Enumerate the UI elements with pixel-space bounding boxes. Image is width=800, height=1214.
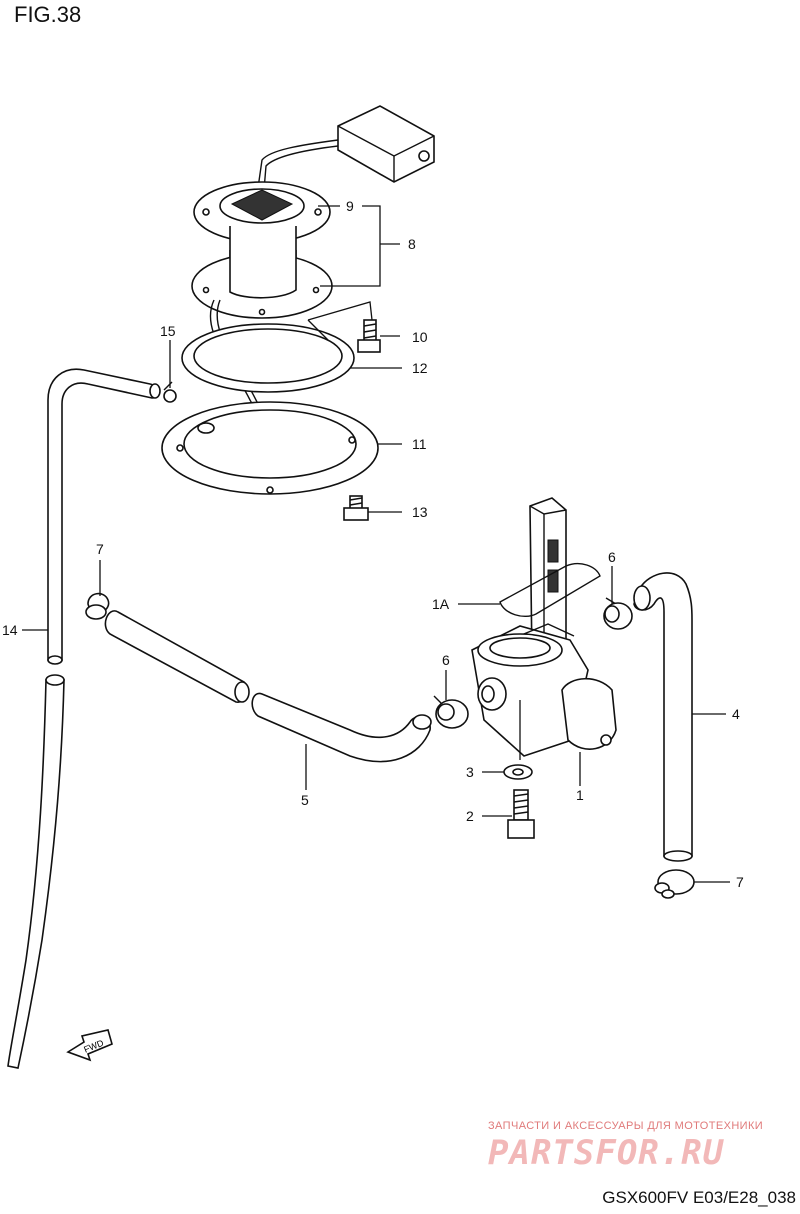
drawing-code: GSX600FV E03/E28_038 xyxy=(602,1188,796,1207)
callout-labels: 9 8 10 12 15 11 13 7 14 1A 6 6 4 3 2 1 5… xyxy=(2,198,744,890)
bolt-13 xyxy=(343,495,369,521)
callout-2: 2 xyxy=(466,808,474,824)
leader-lines xyxy=(22,205,730,883)
clip-6-right xyxy=(603,597,633,630)
callout-3: 3 xyxy=(466,764,474,780)
watermark-logo: PARTSFOR.RU xyxy=(488,1133,725,1173)
mounting-plate xyxy=(161,401,379,495)
fuel-level-sender-unit xyxy=(191,105,435,453)
callout-9: 9 xyxy=(346,198,354,214)
hose-4 xyxy=(633,572,693,862)
hose-14 xyxy=(7,368,161,1069)
callout-4: 4 xyxy=(732,706,740,722)
washer-3 xyxy=(503,764,533,780)
callout-5: 5 xyxy=(301,792,309,808)
callout-10: 10 xyxy=(412,329,428,345)
fwd-arrow: FWD xyxy=(66,1029,113,1062)
bolt-10 xyxy=(357,319,381,353)
callout-15: 15 xyxy=(160,323,176,339)
callout-1: 1 xyxy=(576,787,584,803)
clip-7-lower xyxy=(654,869,695,899)
callout-7-upper: 7 xyxy=(96,541,104,557)
callout-1A: 1A xyxy=(432,596,450,612)
callout-8: 8 xyxy=(408,236,416,252)
watermark-tagline: ЗАПЧАСТИ И АКСЕССУАРЫ ДЛЯ МОТОТЕХНИКИ xyxy=(488,1120,764,1132)
clip-6-left xyxy=(433,695,469,729)
callout-6-right: 6 xyxy=(608,549,616,565)
callout-7-lower: 7 xyxy=(736,874,744,890)
callout-12: 12 xyxy=(412,360,428,376)
gasket xyxy=(181,323,355,393)
hose-5 xyxy=(104,610,432,763)
bolt-2 xyxy=(507,789,535,839)
clip-7-upper xyxy=(85,592,110,620)
figure-title: FIG.38 xyxy=(14,2,82,27)
clip-15 xyxy=(163,381,177,403)
callout-14: 14 xyxy=(2,622,18,638)
callout-13: 13 xyxy=(412,504,428,520)
callout-6-left: 6 xyxy=(442,652,450,668)
fuel-cock xyxy=(471,497,617,757)
callout-11: 11 xyxy=(412,436,427,452)
